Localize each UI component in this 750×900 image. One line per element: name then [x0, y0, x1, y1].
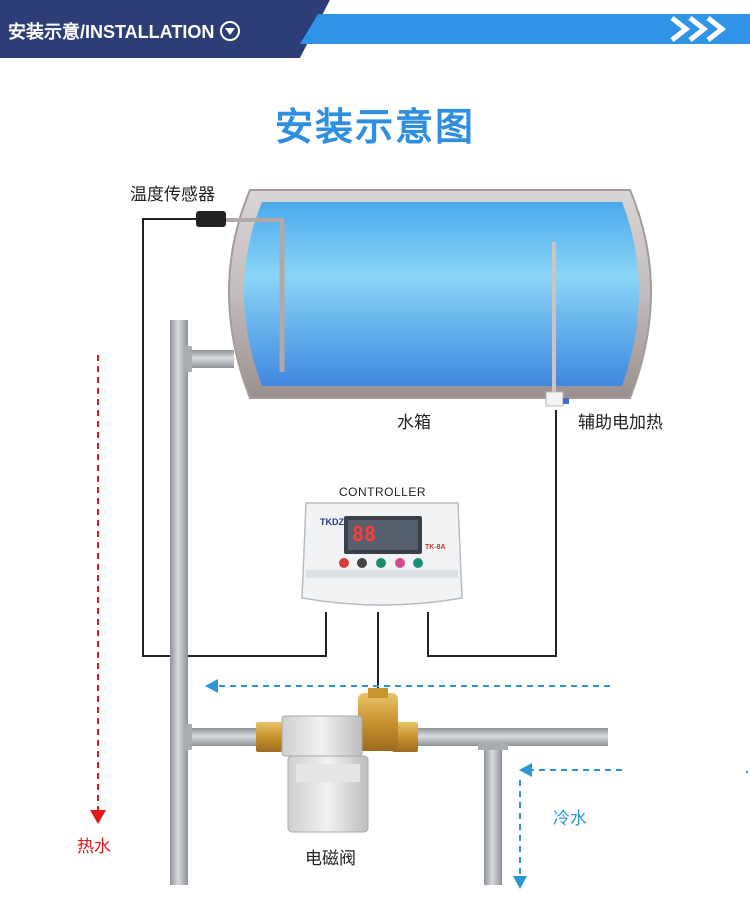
cold-arrow-down	[513, 876, 527, 889]
wiring	[142, 218, 557, 693]
cold-water-label: 冷水	[553, 809, 587, 829]
controller-label: CONTROLLER	[339, 485, 427, 499]
controller-brand: TKDZ	[320, 517, 344, 527]
chevron-down-icon	[220, 21, 241, 41]
controller-model: TK-8A	[425, 544, 446, 551]
banner-title: 安装示意/INSTALLATION	[8, 18, 241, 44]
cold-arrow-left-top	[205, 679, 218, 693]
aux-heater-label: 辅助电加热	[578, 413, 663, 433]
solenoid-valve-label: 电磁阀	[305, 849, 356, 869]
heater-terminal	[545, 391, 564, 407]
cold-arrow-left-mid	[519, 763, 532, 777]
hot-water-label: 热水	[77, 837, 111, 857]
header-banner	[0, 0, 750, 58]
solenoid-valve	[256, 688, 418, 833]
controller-display: 88	[352, 522, 377, 546]
controller-unit	[301, 502, 463, 606]
banner-title-text: 安装示意/INSTALLATION	[8, 22, 215, 42]
temperature-sensor	[196, 211, 226, 227]
cold-water-flow-arrows	[218, 685, 748, 876]
diagram-title: 安装示意图	[274, 105, 475, 149]
water-tank	[226, 189, 652, 399]
hot-water-flow-arrow	[90, 355, 106, 824]
temp-sensor-label: 温度传感器	[130, 185, 215, 205]
hot-water-pipe	[170, 320, 188, 885]
water-tank-label: 水箱	[397, 413, 431, 433]
